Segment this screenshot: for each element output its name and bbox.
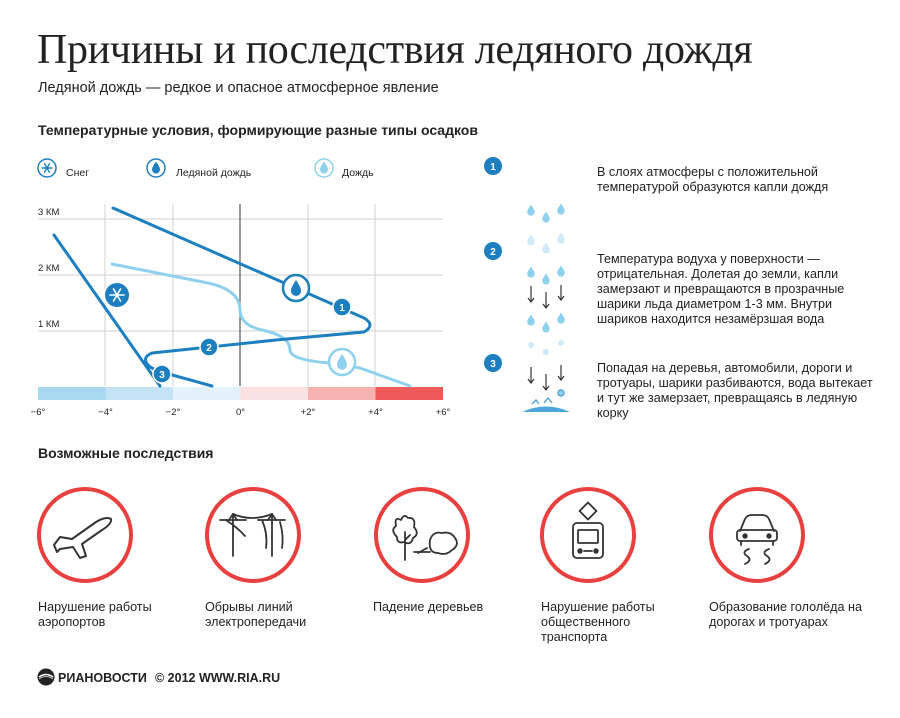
ice-pellet-icon xyxy=(557,389,565,397)
raindrop-icon xyxy=(542,211,550,223)
consequence-label-power-lines: Обрывы линий электропередачи xyxy=(205,600,307,629)
stage-2-badge: 2 xyxy=(484,242,502,260)
scale-segment xyxy=(375,387,443,400)
curve-marker-1: 1 xyxy=(332,297,352,317)
fallen-tree-icon xyxy=(392,515,458,561)
raindrop-icon xyxy=(527,234,535,246)
consequence-label-airports: Нарушение работы аэропортов xyxy=(38,600,152,629)
power-lines-icon xyxy=(219,513,286,557)
raindrop-icon xyxy=(527,204,535,216)
raindrop-icon xyxy=(557,232,565,244)
ice-pellet-icon xyxy=(543,349,549,355)
altitude-label-3km: 3 КМ xyxy=(38,207,59,218)
temperature-tick-label: −6° xyxy=(31,407,46,418)
consequence-label-transport: Нарушение работы общественного транспорт… xyxy=(541,600,655,644)
svg-text:3: 3 xyxy=(490,359,496,370)
scale-segment xyxy=(105,387,173,400)
svg-text:1: 1 xyxy=(339,303,345,314)
ice-drop-icon xyxy=(291,280,301,296)
airplane-icon xyxy=(53,517,113,559)
ice-crust-icon xyxy=(522,406,570,412)
legend-label-rain: Дождь xyxy=(342,167,374,179)
consequence-fallen-trees xyxy=(374,487,470,583)
raindrop-icon xyxy=(527,314,535,326)
temperature-tick-label: −4° xyxy=(98,407,113,418)
skidding-car-icon xyxy=(736,514,778,565)
altitude-label-1km: 1 КМ xyxy=(38,319,59,330)
raindrop-icon xyxy=(542,273,550,285)
page-subtitle: Ледяной дождь — редкое и опасное атмосфе… xyxy=(38,80,439,96)
stage-2-description: Температура водуха у поверхности — отриц… xyxy=(597,252,845,326)
curve-marker-2: 2 xyxy=(199,337,219,357)
raindrop-icon xyxy=(557,203,565,215)
snow-temperature-curve xyxy=(52,233,162,388)
ice-pellet-icon xyxy=(528,342,534,348)
consequence-public-transport xyxy=(540,487,636,583)
legend-label-snow: Снег xyxy=(66,167,89,179)
temperature-diagram: Снег Ледяной дождь Дождь 3 КМ 2 КМ 1 КМ … xyxy=(31,157,570,418)
consequence-power-lines xyxy=(205,487,301,583)
legend-label-ice-rain: Ледяной дождь xyxy=(176,167,252,179)
stage-1-description: В слоях атмосферы с положительной темпер… xyxy=(597,165,829,194)
precipitation-stages-illustration: 1 2 3 xyxy=(484,157,570,412)
page-title: Причины и последствия ледяного дождя xyxy=(37,27,753,73)
tram-icon xyxy=(572,501,604,559)
marker-snow xyxy=(103,281,131,309)
raindrop-icon xyxy=(527,266,535,278)
raindrop-icon xyxy=(557,265,565,277)
temperature-tick-label: +6° xyxy=(436,407,451,418)
temperature-axis-labels: −6° −4° −2° 0° +2° +4° +6° xyxy=(31,407,451,418)
snowflake-icon xyxy=(41,162,53,174)
legend-snow: Снег xyxy=(37,158,89,179)
temperature-tick-label: +4° xyxy=(368,407,383,418)
snowflake-icon xyxy=(109,288,125,302)
raindrop-icon xyxy=(542,321,550,333)
ria-novosti-logo: РИАНОВОСТИ © 2012 WWW.RIA.RU xyxy=(37,668,280,686)
scale-segment xyxy=(308,387,376,400)
consequence-ice-roads xyxy=(709,487,805,583)
temperature-section-heading: Температурные условия, формирующие разны… xyxy=(38,122,478,138)
svg-text:2: 2 xyxy=(490,247,496,258)
temperature-scale-bar xyxy=(38,387,443,400)
scale-segment xyxy=(173,387,241,400)
svg-text:3: 3 xyxy=(159,370,165,381)
temperature-tick-label: +2° xyxy=(301,407,316,418)
consequence-label-ice-roads: Образование гололёда на дорогах и тротуа… xyxy=(709,600,862,629)
temperature-tick-label: −2° xyxy=(166,407,181,418)
consequence-label-trees: Падение деревьев xyxy=(373,600,484,614)
ice-pellet-icon xyxy=(558,340,564,346)
brand-name: РИАНОВОСТИ xyxy=(58,671,147,685)
marker-ice-rain xyxy=(281,273,311,303)
temperature-tick-label: 0° xyxy=(236,407,245,418)
raindrop-icon xyxy=(557,312,565,324)
stage-3-badge: 3 xyxy=(484,354,502,372)
legend-rain: Дождь xyxy=(314,158,374,179)
copyright-text: © 2012 WWW.RIA.RU xyxy=(155,671,280,685)
scale-segment xyxy=(240,387,308,400)
legend-ice-rain: Ледяной дождь xyxy=(146,158,252,179)
rain-drop-icon xyxy=(320,161,328,174)
rain-temperature-curve xyxy=(110,262,412,388)
raindrop-icon xyxy=(542,242,550,254)
consequences-heading: Возможные последствия xyxy=(38,445,214,461)
svg-text:2: 2 xyxy=(206,343,212,354)
curve-marker-3: 3 xyxy=(152,364,172,384)
scale-segment xyxy=(38,387,106,400)
svg-text:1: 1 xyxy=(490,162,496,173)
stage-1-badge: 1 xyxy=(484,157,502,175)
consequence-airports xyxy=(37,487,133,583)
consequence-icons xyxy=(37,487,805,583)
marker-rain xyxy=(327,347,357,377)
altitude-label-2km: 2 КМ xyxy=(38,263,59,274)
ice-drop-icon xyxy=(152,161,160,174)
rain-drop-icon xyxy=(337,354,347,370)
stage-3-description: Попадая на деревья, автомобили, дороги и… xyxy=(597,361,873,420)
